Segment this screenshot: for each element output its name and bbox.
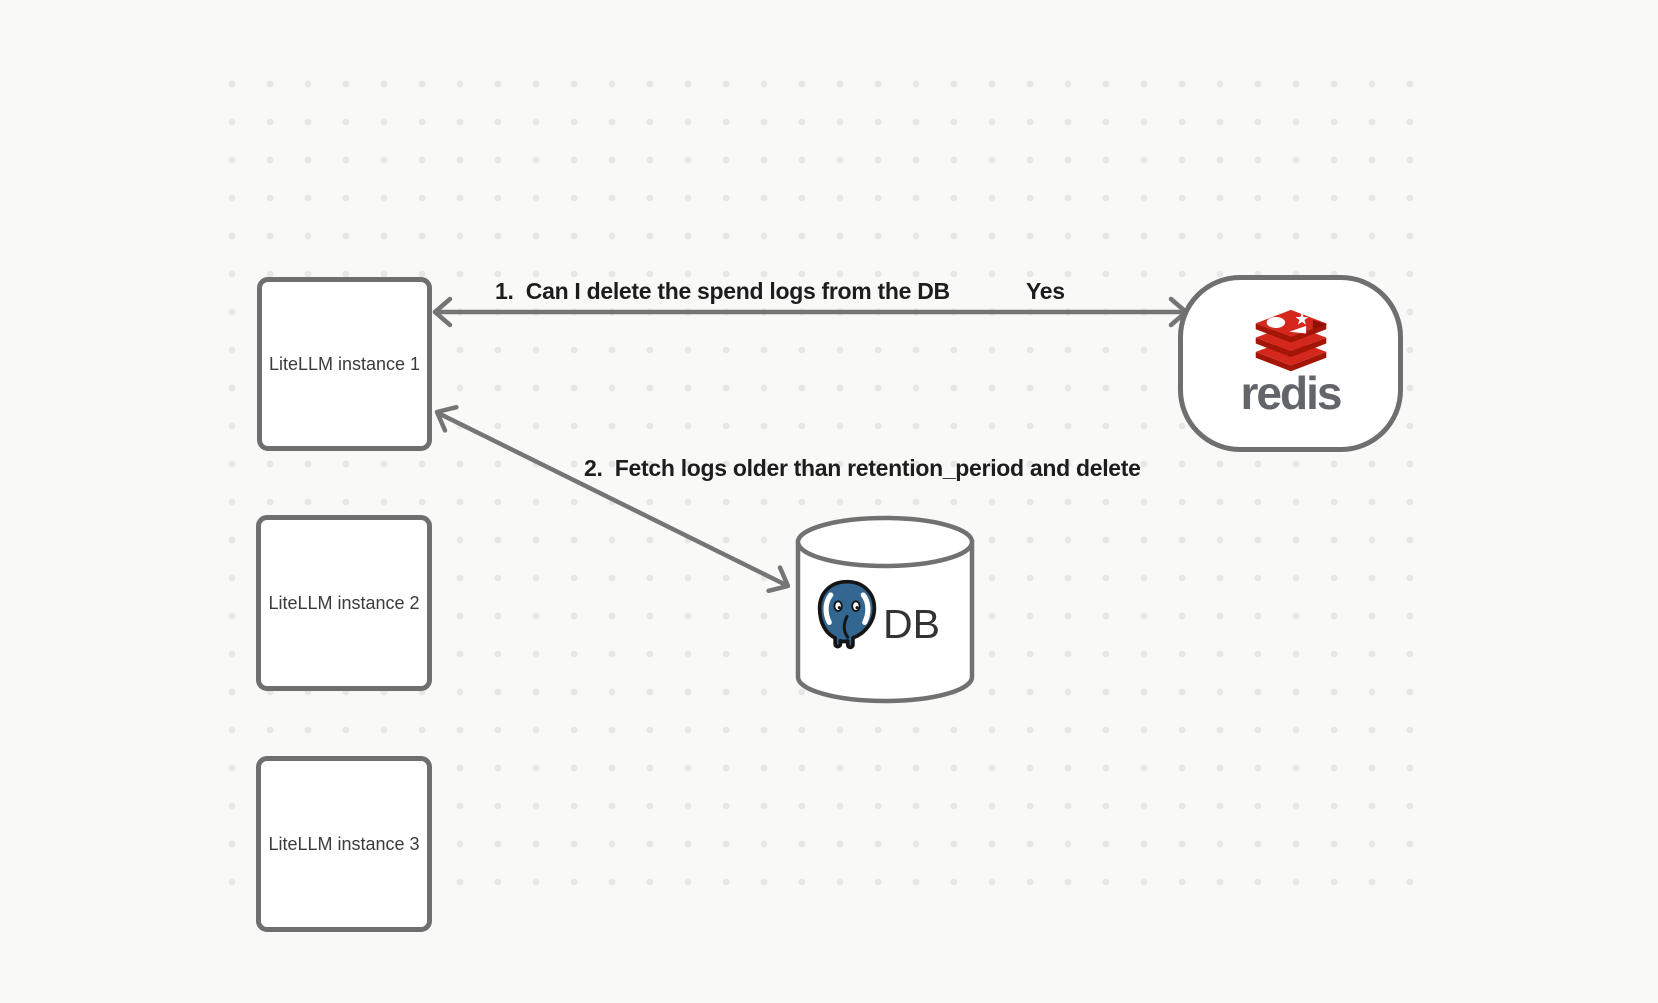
litellm-instance-3-box: LiteLLM instance 3	[256, 756, 432, 932]
db-label: DB	[883, 601, 940, 647]
litellm-instance-1-box: LiteLLM instance 1	[257, 277, 432, 451]
redis-node: redis	[1178, 275, 1403, 452]
arrow-1-response-label: Yes	[1026, 278, 1065, 304]
arrow-1-label: 1. Can I delete the spend logs from the …	[495, 278, 950, 304]
arrow-2-label: 2. Fetch logs older than retention_perio…	[584, 455, 1141, 481]
litellm-instance-3-label: LiteLLM instance 3	[268, 833, 420, 854]
db-cylinder: DB	[795, 515, 975, 704]
redis-wordmark: redis	[1240, 367, 1343, 419]
postgresql-elephant-icon	[817, 579, 877, 650]
litellm-instance-2-box: LiteLLM instance 2	[256, 515, 432, 691]
redis-logo-icon	[1255, 309, 1327, 372]
litellm-instance-2-label: LiteLLM instance 2	[268, 592, 420, 613]
litellm-instance-1-label: LiteLLM instance 1	[268, 353, 421, 374]
